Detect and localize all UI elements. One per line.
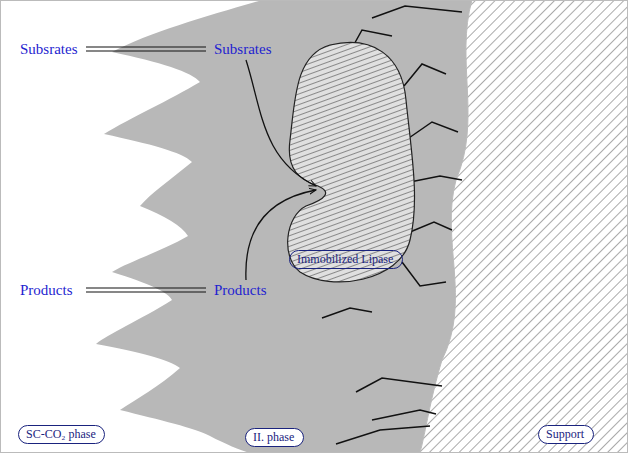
node-text: II. phase: [253, 429, 296, 445]
lipase-shape: [288, 42, 415, 281]
diffusion-arrows: [246, 60, 316, 280]
species-label: Products: [20, 281, 73, 299]
species-label: Products: [214, 281, 267, 299]
second-phase-region: [96, 0, 628, 453]
support-label: Support: [538, 425, 594, 444]
node-text: SC-CO₂ phase: [26, 426, 97, 442]
equilibrium-lines: [86, 47, 206, 292]
phase-label: SC-CO₂ phase: [18, 425, 105, 444]
enzyme-label: Immobilized Lipase: [289, 250, 403, 269]
node-text: Immobilized Lipase: [297, 251, 395, 267]
species-label: Subsrates: [20, 40, 78, 58]
node-text: Support: [546, 426, 586, 442]
support-region: [420, 0, 628, 453]
phase-label: II. phase: [245, 428, 304, 447]
species-label: Subsrates: [214, 40, 272, 58]
